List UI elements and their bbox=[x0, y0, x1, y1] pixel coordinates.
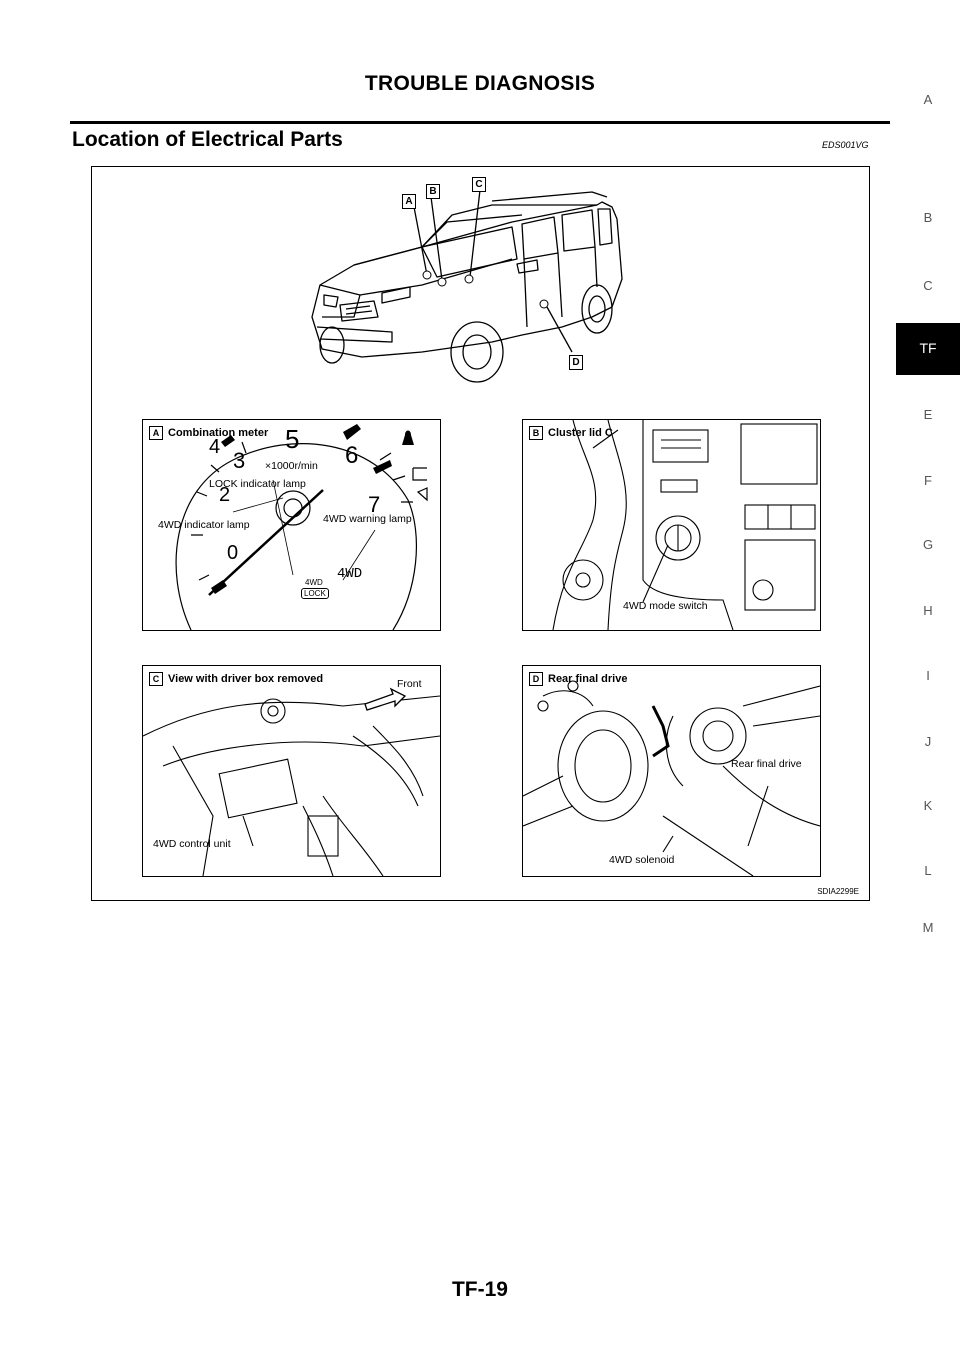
side-index-j[interactable]: J bbox=[924, 734, 932, 749]
side-index-c[interactable]: C bbox=[923, 278, 933, 293]
dial-4wd-text: 4WD bbox=[337, 566, 363, 582]
page-number: TF-19 bbox=[451, 1278, 508, 1301]
panel-c-title-text: View with driver box removed bbox=[168, 672, 324, 685]
panel-a-title: A Combination meter bbox=[149, 426, 268, 440]
cluster-lid-drawing bbox=[552, 420, 818, 630]
side-index-m[interactable]: M bbox=[922, 920, 934, 935]
vehicle-callout-c: C bbox=[472, 177, 486, 192]
page-header: TROUBLE DIAGNOSIS bbox=[364, 72, 596, 95]
gauge-number-5: 5 bbox=[285, 424, 300, 454]
side-index-f[interactable]: F bbox=[924, 473, 932, 488]
panel-d-title: D Rear final drive bbox=[529, 672, 627, 686]
gauge-number-7: 7 bbox=[368, 492, 381, 517]
panel-a-title-text: Combination meter bbox=[168, 426, 269, 439]
side-index-g[interactable]: G bbox=[922, 537, 934, 552]
side-index-a[interactable]: A bbox=[923, 92, 933, 107]
driver-box-drawing bbox=[143, 687, 440, 876]
panel-b-letter: B bbox=[529, 426, 543, 440]
panel-driver-box-removed: C View with driver box removed Front 4WD … bbox=[142, 665, 441, 877]
panel-c-letter: C bbox=[149, 672, 163, 686]
combination-meter-drawing bbox=[175, 424, 428, 630]
panel-cluster-lid: B Cluster lid C 4WD mode switch bbox=[522, 419, 821, 631]
panel-a-letter: A bbox=[149, 426, 163, 440]
side-index-b[interactable]: B bbox=[923, 210, 933, 225]
vehicle-callout-d: D bbox=[569, 355, 583, 370]
gauge-number-2: 2 bbox=[219, 484, 231, 506]
gauge-number-4: 4 bbox=[209, 436, 221, 458]
panel-b-title-text: Cluster lid C bbox=[548, 426, 613, 439]
side-index-i[interactable]: I bbox=[926, 668, 930, 683]
front-label: Front bbox=[397, 678, 422, 690]
side-index-l[interactable]: L bbox=[924, 863, 932, 878]
panel-d-title-text: Rear final drive bbox=[548, 672, 628, 685]
gauge-number-6: 6 bbox=[345, 442, 359, 469]
section-code: EDS001VG bbox=[822, 140, 869, 150]
4wd-solenoid-label: 4WD solenoid bbox=[609, 854, 675, 866]
side-index-h[interactable]: H bbox=[923, 603, 933, 618]
panel-rear-final-drive: D Rear final drive Rear final drive 4WD s… bbox=[522, 665, 821, 877]
panel-c-title: C View with driver box removed bbox=[149, 672, 323, 686]
section-title: Location of Electrical Parts bbox=[72, 128, 343, 151]
4wd-warning-lamp-label: 4WD warning lamp bbox=[323, 513, 412, 525]
side-index-k[interactable]: K bbox=[923, 798, 933, 813]
electrical-parts-figure: A B C D bbox=[91, 166, 870, 901]
badge-4wd-text: 4WD bbox=[305, 578, 323, 587]
vehicle-callout-b: B bbox=[426, 184, 440, 199]
vehicle-illustration bbox=[311, 189, 623, 383]
panel-combination-meter: A Combination meter 4 5 6 3 7 2 0 ×1000r/… bbox=[142, 419, 441, 631]
panel-b-title: B Cluster lid C bbox=[529, 426, 613, 440]
header-rule bbox=[70, 121, 890, 124]
rear-final-drive-label: Rear final drive bbox=[731, 758, 802, 770]
4wd-indicator-lamp-label: 4WD indicator lamp bbox=[158, 519, 250, 531]
badge-lock-text: LOCK bbox=[301, 588, 329, 599]
side-tab-active-label: TF bbox=[919, 340, 937, 356]
gauge-scale-label: ×1000r/min bbox=[265, 460, 318, 472]
side-index-e[interactable]: E bbox=[923, 407, 933, 422]
gauge-number-3: 3 bbox=[233, 448, 246, 473]
rear-final-drive-drawing bbox=[523, 680, 820, 876]
4wd-control-unit-label: 4WD control unit bbox=[153, 838, 231, 850]
gauge-number-0: 0 bbox=[227, 542, 239, 564]
side-tab-active[interactable]: TF bbox=[896, 323, 960, 375]
lock-indicator-lamp-label: LOCK indicator lamp bbox=[209, 478, 306, 490]
vehicle-callout-a: A bbox=[402, 194, 416, 209]
panel-d-letter: D bbox=[529, 672, 543, 686]
4wd-mode-switch-label: 4WD mode switch bbox=[623, 600, 708, 612]
figure-code: SDIA2299E bbox=[817, 887, 859, 896]
